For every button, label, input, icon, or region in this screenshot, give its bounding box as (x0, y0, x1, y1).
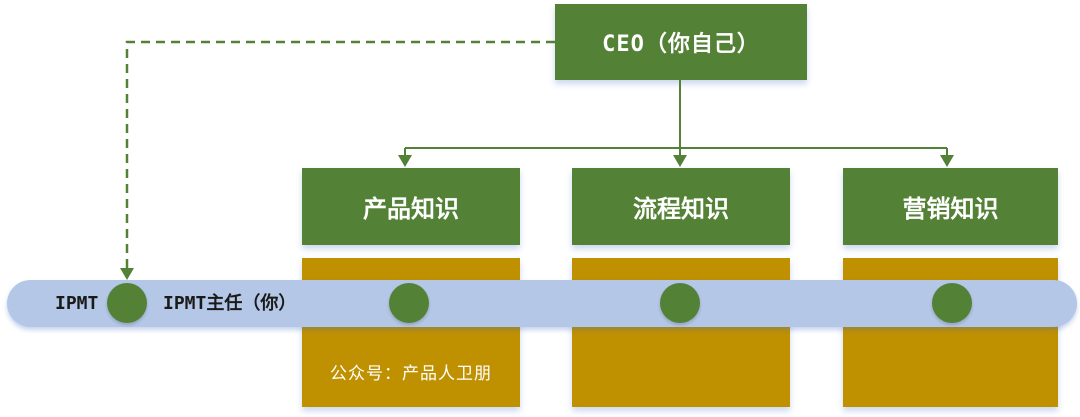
knowledge-box-product: 产品知识 (302, 168, 520, 245)
solid-tree-connector-line (404, 80, 948, 156)
knowledge-box-process: 流程知识 (572, 168, 790, 245)
arrowhead-middle-branch-icon (673, 155, 687, 167)
knowledge-box-product-label: 产品知识 (363, 195, 459, 223)
knowledge-box-process-label: 流程知识 (633, 195, 729, 223)
ipmt-bar (7, 280, 1077, 327)
dashed-arrowhead-down-icon (120, 268, 134, 280)
ipmt-node-circle (932, 283, 972, 323)
ipmt-chair-label: IPMT主任（你） (163, 293, 297, 314)
ceo-box: CEO（你自己） (555, 4, 807, 80)
ipmt-node-circle (107, 283, 147, 323)
knowledge-box-marketing-label: 营销知识 (902, 195, 999, 223)
arrowhead-left-branch-icon (398, 155, 412, 167)
ipmt-node-circle (389, 283, 429, 323)
watermark-text: 公众号：产品人卫朋 (330, 364, 492, 384)
arrowhead-right-branch-icon (940, 155, 954, 167)
ipmt-node-circle (660, 283, 700, 323)
knowledge-box-marketing: 营销知识 (843, 168, 1058, 245)
ipmt-bar-label: IPMT (55, 293, 99, 314)
ceo-box-label: CEO（你自己） (602, 32, 760, 57)
